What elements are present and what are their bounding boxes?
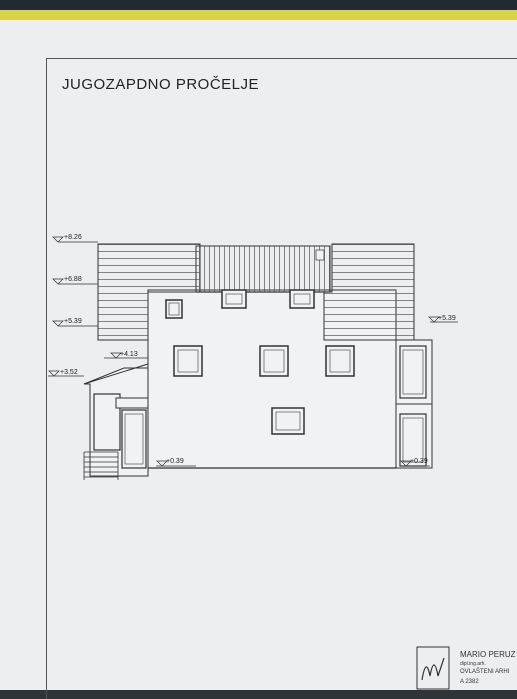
annex-door — [93, 393, 121, 451]
stairs — [83, 451, 119, 480]
architect-title: dipl.ing.arh. — [460, 661, 486, 667]
level-label: +6.88 — [64, 276, 82, 283]
architect-authorization: OVLAŠTENI ARHI — [460, 669, 510, 675]
architect-number: A 2382 — [460, 679, 479, 685]
level-marker-413: +4.13 — [104, 351, 148, 359]
level-marker-688: +6.88 — [52, 276, 98, 285]
window-upper-right — [325, 345, 355, 377]
level-label: +0.39 — [166, 458, 184, 465]
dormer-window-left — [221, 289, 247, 309]
chimney — [315, 249, 325, 261]
middle-roof — [195, 245, 331, 293]
level-label: +5.39 — [64, 318, 82, 325]
drawing-title: JUGOZAPDNO PROČELJE — [62, 76, 260, 93]
drawing-frame — [46, 58, 517, 699]
right-roof — [323, 243, 415, 341]
level-marker-039-right: +0.39 — [400, 458, 430, 467]
window-upper-center — [259, 345, 289, 377]
level-marker-352: +3.52 — [48, 369, 84, 377]
level-marker-039-left: +0.39 — [156, 458, 196, 467]
level-label: +3.52 — [60, 369, 78, 376]
level-label: +4.13 — [120, 351, 138, 358]
left-roof — [97, 243, 201, 341]
left-annex — [83, 367, 149, 477]
level-label: +0.39 — [410, 458, 428, 465]
level-label: +8.26 — [64, 234, 82, 241]
level-marker-539-left: +5.39 — [52, 318, 98, 327]
level-label: +5.39 — [438, 315, 456, 322]
level-marker-539-right: +5.39 — [428, 315, 458, 323]
window-upper-left — [173, 345, 203, 377]
architect-name: MARIO PERUZ — [460, 650, 516, 659]
roof-window-left — [165, 299, 183, 319]
dormer-window-right — [289, 289, 315, 309]
architect-seal — [416, 646, 450, 690]
level-marker-826: +8.26 — [52, 234, 98, 243]
